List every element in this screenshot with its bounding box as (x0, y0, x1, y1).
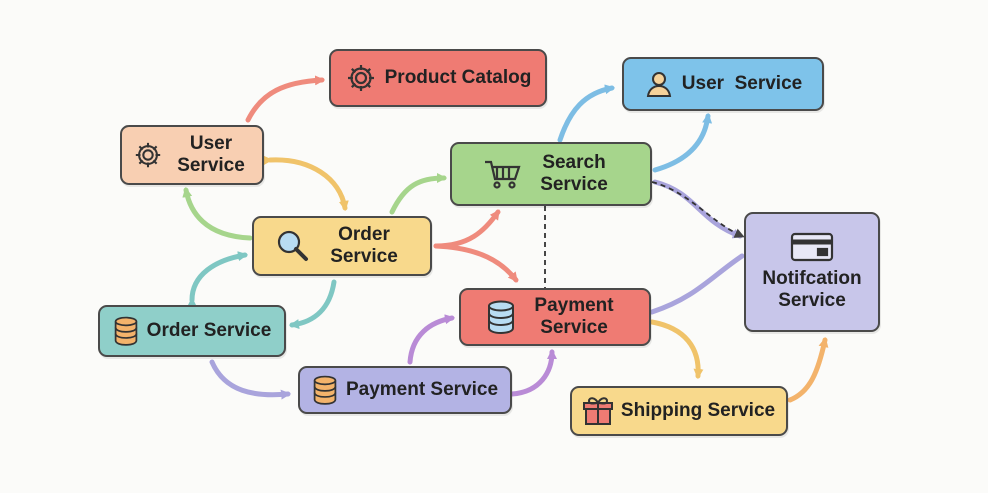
edge-paymentbottom-to-paymentcenter-1 (407, 314, 455, 365)
gear-icon (133, 140, 163, 170)
edge-payment-to-shipping (649, 319, 704, 379)
edge-orderleft-to-paymentbottom (209, 359, 291, 400)
node-label: Order Service (146, 320, 272, 341)
edge-user-to-catalog (245, 75, 325, 123)
edge-paymentbottom-to-paymentcenter-2 (509, 349, 557, 397)
edge-search-to-user-top (557, 84, 615, 143)
node-label: Notifcation Service (762, 268, 862, 311)
user-icon (644, 69, 674, 99)
edge-shipping-to-notification (787, 337, 829, 403)
node-order-service-left: Order Service (98, 305, 286, 357)
edge-search-to-notification (652, 179, 743, 239)
edge-order-to-search-salmon (433, 209, 501, 249)
edge-payment-to-notification (649, 253, 745, 315)
node-search-service: Search Service (450, 142, 652, 206)
node-user-service-top: User Service (622, 57, 824, 111)
node-label: User Service (681, 73, 803, 94)
node-label: Payment Service (345, 379, 499, 400)
node-label: User Service (177, 133, 245, 176)
magnifier-icon (275, 228, 311, 264)
edge-search-right-to-user-top (652, 113, 713, 173)
database-icon (113, 316, 139, 346)
edge-search-notification-dashed (651, 181, 745, 238)
gear-icon (345, 62, 377, 94)
credit-card-icon (790, 232, 834, 262)
gift-icon (582, 396, 613, 426)
database-icon (486, 300, 516, 334)
node-payment-service-center: Payment Service (459, 288, 651, 346)
node-product-catalog: Product Catalog (329, 49, 547, 107)
edge-order-to-payment (433, 243, 519, 283)
edge-order-to-search (389, 173, 447, 215)
node-shipping-service: Shipping Service (570, 386, 788, 436)
node-label: Search Service (540, 152, 608, 195)
edge-order-to-user-green (182, 187, 253, 241)
node-notification-service: Notifcation Service (744, 212, 880, 332)
database-icon (312, 375, 338, 405)
edge-user-order-amber (262, 155, 349, 211)
node-order-service-center: Order Service (252, 216, 432, 276)
node-user-service-left: User Service (120, 125, 264, 185)
node-label: Payment Service (534, 295, 614, 338)
node-payment-service-bottom: Payment Service (298, 366, 512, 414)
node-label: Shipping Service (620, 400, 776, 421)
edge-orderleft-ordercenter (186, 251, 248, 308)
shopping-cart-icon (483, 158, 521, 190)
node-label: Order Service (330, 224, 398, 267)
edge-ordercenter-to-orderleft (289, 279, 337, 330)
node-label: Product Catalog (384, 67, 532, 88)
